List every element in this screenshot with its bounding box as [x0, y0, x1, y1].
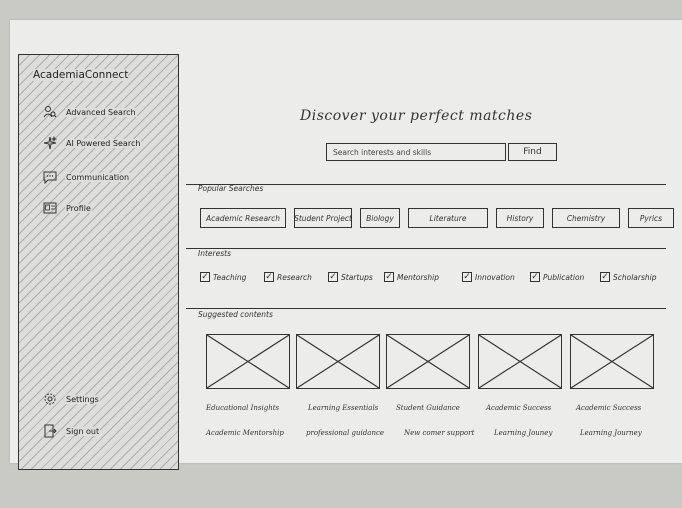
interests-label: Interests — [198, 249, 231, 258]
popular-search-chip[interactable]: Academic Research — [200, 208, 286, 228]
content-caption[interactable]: Educational Insights — [206, 404, 280, 412]
interest-checkbox-scholarship[interactable]: ✓ Scholarship — [600, 271, 657, 282]
interest-checkbox-publication[interactable]: ✓ Publication — [530, 271, 585, 282]
sidebar-item-label: Settings — [65, 394, 100, 404]
sidebar: AcademiaConnect Advanced Search AI Power… — [18, 54, 179, 470]
content-thumbnail[interactable] — [206, 334, 290, 389]
interest-checkbox-startups[interactable]: ✓ Startups — [328, 271, 373, 282]
sidebar-item-label: Advanced Search — [65, 107, 137, 117]
sidebar-item-label: Sign out — [65, 426, 101, 436]
checkbox-checked[interactable]: ✓ — [328, 271, 338, 282]
divider — [186, 184, 666, 185]
profile-card-icon — [43, 201, 57, 215]
person-search-icon — [43, 105, 57, 119]
checkbox-checked[interactable]: ✓ — [264, 271, 274, 282]
content-caption[interactable]: professional guidance — [306, 429, 385, 437]
checkbox-checked[interactable]: ✓ — [200, 271, 210, 282]
content-caption[interactable]: Student Guidance — [396, 404, 460, 412]
sidebar-item-profile[interactable]: Profile — [43, 201, 92, 215]
interest-checkbox-teaching[interactable]: ✓ Teaching — [200, 271, 247, 282]
search-input[interactable] — [326, 143, 506, 161]
checkbox-checked[interactable]: ✓ — [600, 271, 610, 282]
divider — [186, 308, 666, 309]
content-caption[interactable]: Learning Journey — [580, 429, 642, 437]
gear-icon — [43, 392, 57, 406]
sidebar-item-label: Communication — [65, 172, 131, 182]
content-caption[interactable]: Academic Success — [576, 404, 642, 412]
popular-search-chip[interactable]: Pyrics — [628, 208, 674, 228]
content-thumbnail[interactable] — [570, 334, 654, 389]
popular-search-chip[interactable]: Student Project — [294, 208, 352, 228]
interest-checkbox-research[interactable]: ✓ Research — [264, 271, 312, 282]
checkbox-checked[interactable]: ✓ — [384, 271, 394, 282]
app-title: AcademiaConnect — [33, 69, 129, 81]
sidebar-item-sign-out[interactable]: Sign out — [43, 424, 101, 438]
sparkle-icon — [43, 136, 57, 150]
interest-checkbox-innovation[interactable]: ✓ Innovation — [462, 271, 515, 282]
checkbox-checked[interactable]: ✓ — [530, 271, 540, 282]
content-thumbnail[interactable] — [386, 334, 470, 389]
content-caption[interactable]: Learning Jouney — [494, 429, 553, 437]
sidebar-item-settings[interactable]: Settings — [43, 392, 100, 406]
sidebar-item-label: Profile — [65, 203, 92, 213]
divider — [186, 248, 666, 249]
content-caption[interactable]: New comer support — [404, 429, 475, 437]
checkbox-checked[interactable]: ✓ — [462, 271, 472, 282]
content-caption[interactable]: Academic Success — [486, 404, 552, 412]
popular-search-chip[interactable]: History — [496, 208, 544, 228]
sidebar-item-ai-powered-search[interactable]: AI Powered Search — [43, 136, 142, 150]
interest-checkbox-mentorship[interactable]: ✓ Mentorship — [384, 271, 439, 282]
sidebar-item-label: AI Powered Search — [65, 138, 142, 148]
content-thumbnail[interactable] — [296, 334, 380, 389]
sidebar-item-advanced-search[interactable]: Advanced Search — [43, 105, 137, 119]
content-caption[interactable]: Learning Essentials — [308, 404, 379, 412]
suggested-contents-label: Suggested contents — [198, 310, 273, 319]
chat-icon — [43, 170, 57, 184]
content-thumbnail[interactable] — [478, 334, 562, 389]
sidebar-item-communication[interactable]: Communication — [43, 170, 131, 184]
popular-search-chip[interactable]: Chemistry — [552, 208, 620, 228]
find-button[interactable]: Find — [508, 143, 557, 161]
content-caption[interactable]: Academic Mentorship — [206, 429, 284, 437]
sign-out-icon — [43, 424, 57, 438]
popular-search-chip[interactable]: Literature — [408, 208, 488, 228]
page-title: Discover your perfect matches — [300, 108, 533, 124]
popular-search-chip[interactable]: Biology — [360, 208, 400, 228]
popular-searches-label: Popular Searches — [198, 184, 264, 193]
